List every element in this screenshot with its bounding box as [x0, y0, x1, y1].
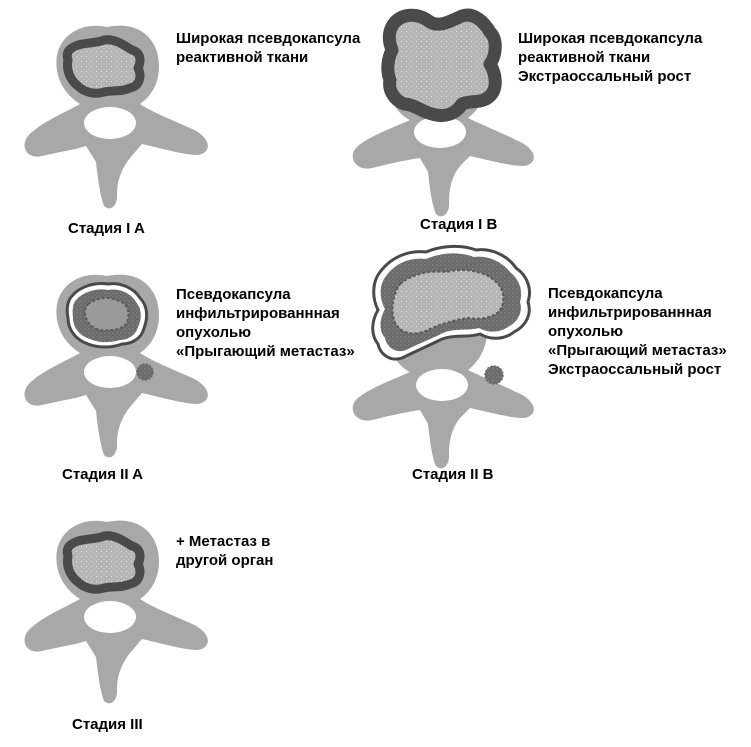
description-line: другой орган [176, 552, 274, 569]
description-line: Псевдокапсула [176, 286, 291, 303]
description-line: Широкая псевдокапсула [518, 30, 703, 47]
vertebra-2b [352, 299, 534, 469]
stage-3-description: + Метастаз в другой орган [176, 532, 273, 570]
description-line: Экстраоссальный рост [518, 68, 692, 85]
stage-1b-label: Стадия I B [420, 216, 498, 233]
description-line: реактивной ткани [176, 49, 309, 66]
stage-2a-label: Стадия II A [62, 466, 143, 483]
tumor-2b [371, 244, 531, 361]
description-line: Широкая псевдокапсула [176, 30, 361, 47]
tumor-2a [65, 282, 149, 349]
stage-2a-description: Псевдокапсула инфильтрированнная опухоль… [176, 285, 355, 361]
description-line: Псевдокапсула [548, 285, 663, 302]
tumor-3 [62, 531, 145, 594]
skip-metastasis-2a [136, 363, 154, 381]
description-line: Экстраоссальный рост [548, 361, 722, 378]
description-line: «Прыгающий метастаз» [548, 342, 727, 359]
description-line: опухолью [548, 323, 624, 340]
stage-2b-description: Псевдокапсула инфильтрированнная опухоль… [548, 284, 727, 379]
description-line: реактивной ткани [518, 49, 651, 66]
description-line: + Метастаз в [176, 533, 271, 550]
stage-1a-label: Стадия I A [68, 220, 145, 237]
tumor-1a [62, 35, 145, 98]
stage-2b-label: Стадия II B [412, 466, 494, 483]
skip-metastasis-2b [484, 365, 504, 385]
stage-1a-description: Широкая псевдокапсула реактивной ткани [176, 29, 360, 67]
tumor-1b [381, 8, 502, 123]
stage-3-label: Стадия III [72, 716, 143, 733]
description-line: инфильтрированнная [548, 304, 712, 321]
vertebra-1b [352, 49, 534, 217]
stage-1b-description: Широкая псевдокапсула реактивной ткани Э… [518, 29, 702, 86]
description-line: «Прыгающий метастаз» [176, 343, 355, 360]
description-line: опухолью [176, 324, 252, 341]
description-line: инфильтрированнная [176, 305, 340, 322]
